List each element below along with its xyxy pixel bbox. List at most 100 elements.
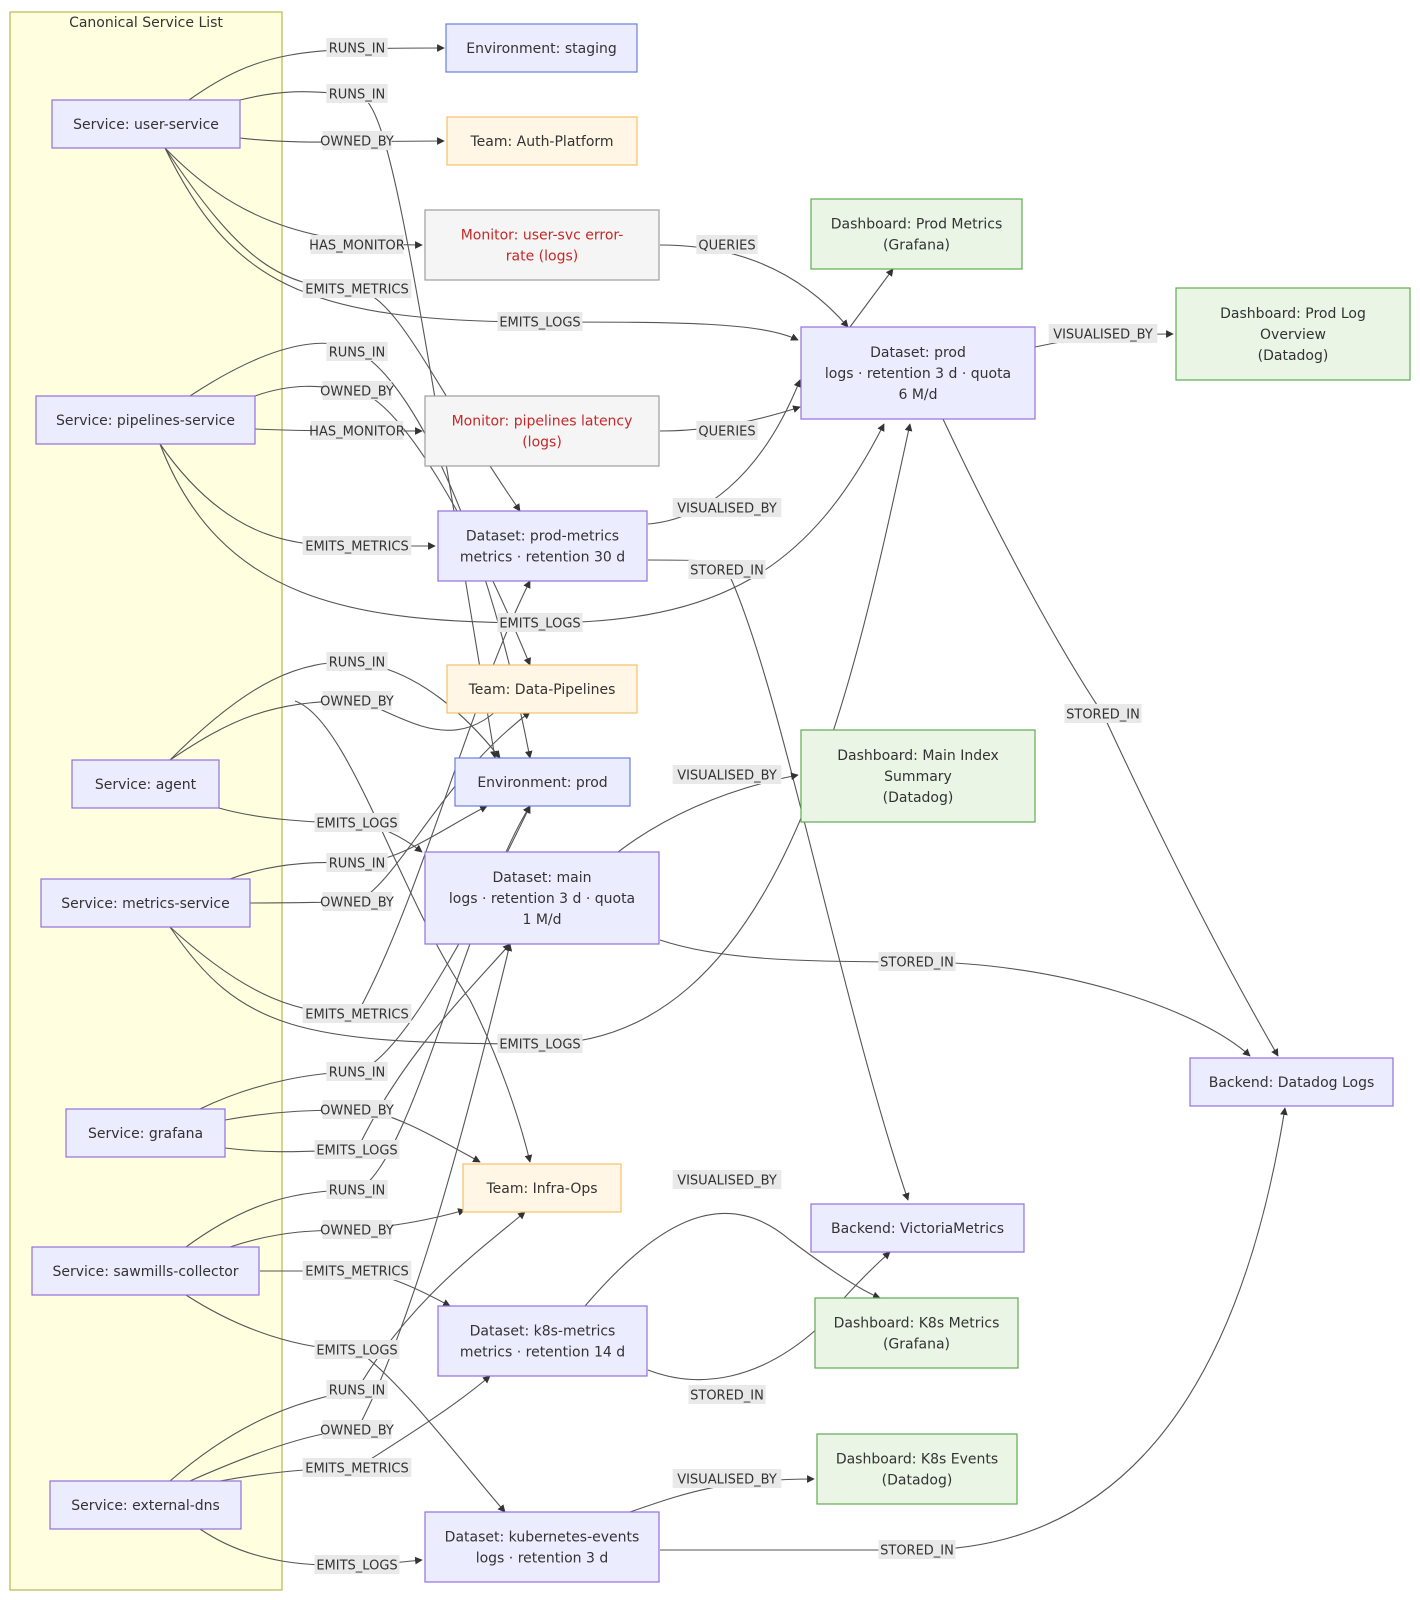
node-mon-user[interactable]: Monitor: user-svc error-rate (logs) [424,209,660,281]
edge-label-owned-by: OWNED_BY [320,1224,394,1239]
edge-path [164,147,799,341]
node-label: Dataset: kubernetes-events [445,1530,640,1546]
edge-path [356,390,531,666]
node-dash-k8s[interactable]: Dashboard: K8s Metrics(Grafana) [814,1297,1019,1369]
node-label: Backend: Datadog Logs [1209,1075,1375,1091]
edge-label-bg [1064,704,1142,723]
edge-label-bg [322,131,392,150]
node-box [437,510,648,582]
edge-path [647,1251,891,1381]
edge-label-bg [1048,324,1158,343]
node-box [71,759,220,809]
node-box [424,209,660,281]
edge-label-bg [672,1170,782,1189]
edge-label-runs-in: RUNS_IN [329,346,386,361]
edge-label-queries: QUERIES [698,425,755,440]
node-label: Service: sawmills-collector [52,1264,238,1280]
edge-path [188,44,445,101]
edge-label-runs-in: RUNS_IN [329,857,386,872]
node-box [40,878,251,928]
edge-label-emits-metrics: EMITS_METRICS [305,540,409,555]
node-team-data[interactable]: Team: Data-Pipelines [446,664,638,714]
edge-label-bg [326,1062,388,1081]
edge-label-bg [326,652,388,671]
node-svc-agent[interactable]: Service: agent [71,759,220,809]
edge-label-emits-logs: EMITS_LOGS [499,617,580,632]
node-svc-sawmills[interactable]: Service: sawmills-collector [31,1246,260,1296]
node-label: 1 M/d [522,912,561,928]
node-label: rate (logs) [506,249,578,265]
node-label: Team: Infra-Ops [485,1181,597,1197]
node-box [446,116,638,166]
node-label: Monitor: pipelines latency [452,414,633,430]
node-dash-k8sevents[interactable]: Dashboard: K8s Events(Datadog) [816,1433,1018,1505]
edge-label-emits-logs: EMITS_LOGS [316,817,397,832]
node-label: Dataset: prod-metrics [466,529,619,545]
node-mon-pipe[interactable]: Monitor: pipelines latency (logs) [424,395,660,467]
node-be-dd[interactable]: Backend: Datadog Logs [1189,1057,1394,1107]
edge-path [1102,713,1279,1057]
edge-label-bg [326,342,388,361]
edge-label-bg [322,381,392,400]
node-label: logs · retention 3 d · quota [449,891,635,907]
edge-label-queries: QUERIES [698,239,755,254]
edge-label-bg [322,691,392,710]
node-box [437,1305,648,1377]
node-svc-pipelines[interactable]: Service: pipelines-service [35,395,256,445]
group-title: Canonical Service List [69,15,223,31]
node-be-vm[interactable]: Backend: VictoriaMetrics [810,1203,1025,1253]
edge-label-emits-metrics: EMITS_METRICS [305,283,409,298]
node-label: Overview [1260,327,1326,343]
edge-label-emits-metrics: EMITS_METRICS [305,1008,409,1023]
edge-label-bg [688,560,766,579]
node-svc-grafana[interactable]: Service: grafana [65,1108,226,1158]
node-box [1189,1057,1394,1107]
edge-label-runs-in: RUNS_IN [329,656,386,671]
node-env-prod[interactable]: Environment: prod [454,757,631,807]
node-team-auth[interactable]: Team: Auth-Platform [446,116,638,166]
edge-label-runs-in: RUNS_IN [329,42,386,57]
node-svc-user[interactable]: Service: user-service [51,99,241,149]
edge-path [629,1475,815,1513]
node-label: Summary [884,769,952,785]
node-box [445,23,638,73]
node-label: (logs) [522,435,562,451]
node-svc-metrics[interactable]: Service: metrics-service [40,878,251,928]
edge-label-emits-logs: EMITS_LOGS [499,1038,580,1053]
edge-label-runs-in: RUNS_IN [329,1384,386,1399]
edge-label-owned-by: OWNED_BY [320,695,394,710]
edge-label-bg [672,765,782,784]
node-team-infra[interactable]: Team: Infra-Ops [462,1163,622,1213]
node-label: Team: Data-Pipelines [468,682,616,698]
edge-label-has-monitor: HAS_MONITOR [309,425,405,440]
edge-path [617,772,799,853]
edge-label-visualised-by: VISUALISED_BY [677,1473,777,1488]
edge-label-owned-by: OWNED_BY [320,896,394,911]
node-env-staging[interactable]: Environment: staging [445,23,638,73]
edge-label-stored-in: STORED_IN [1066,708,1140,723]
edge-label-bg [878,1540,956,1559]
node-label: Service: agent [95,777,197,793]
edge-path [169,423,913,1045]
node-box [810,1203,1025,1253]
node-dash-prodmetrics[interactable]: Dashboard: Prod Metrics(Grafana) [810,198,1023,270]
edge-label-stored-in: STORED_IN [690,564,764,579]
node-box [424,1511,660,1583]
node-label: logs · retention 3 d · quota [825,366,1011,382]
edge-label-bg [326,1180,388,1199]
node-label: Service: pipelines-service [56,413,235,429]
node-box [816,1433,1018,1505]
edge-path [294,700,533,1163]
node-svc-extdns[interactable]: Service: external-dns [49,1480,242,1530]
node-box [424,395,660,467]
edge-label-emits-logs: EMITS_LOGS [316,1144,397,1159]
node-label: Dashboard: K8s Metrics [834,1316,1000,1332]
edge-label-stored-in: STORED_IN [880,1544,954,1559]
